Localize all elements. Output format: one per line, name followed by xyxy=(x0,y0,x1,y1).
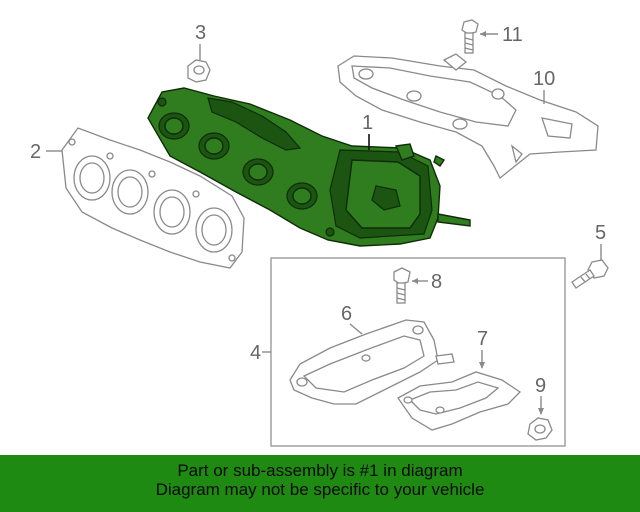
callout-4: 4 xyxy=(250,342,261,364)
heat-shield-part-10[interactable] xyxy=(337,53,599,180)
callout-7: 7 xyxy=(477,328,488,350)
info-banner: Part or sub-assembly is #1 in diagram Di… xyxy=(0,455,640,512)
callout-1: 1 xyxy=(362,112,373,134)
callout-9: 9 xyxy=(535,375,546,397)
callout-3: 3 xyxy=(195,22,206,44)
nut-part-3[interactable] xyxy=(187,59,211,83)
gasket-part-2[interactable] xyxy=(61,127,245,269)
callout-11: 11 xyxy=(502,24,523,46)
stud-bolt-part-5[interactable] xyxy=(571,259,609,289)
callout-6: 6 xyxy=(341,303,352,325)
bracket-part-7[interactable] xyxy=(397,371,522,431)
callout-2: 2 xyxy=(30,141,41,163)
exhaust-manifold-part-1[interactable] xyxy=(147,87,471,247)
parts-diagram: 2 3 1 11 xyxy=(30,19,609,447)
banner-line-1: Part or sub-assembly is #1 in diagram xyxy=(177,461,463,480)
nut-part-9[interactable] xyxy=(527,417,553,441)
callout-10: 10 xyxy=(533,68,555,90)
callout-5: 5 xyxy=(595,222,606,244)
callout-8: 8 xyxy=(431,271,442,293)
bolt-part-11[interactable] xyxy=(461,19,479,54)
banner-line-2: Diagram may not be specific to your vehi… xyxy=(155,480,485,499)
heat-shield-part-6[interactable] xyxy=(289,319,455,405)
bolt-part-8[interactable] xyxy=(393,267,411,304)
